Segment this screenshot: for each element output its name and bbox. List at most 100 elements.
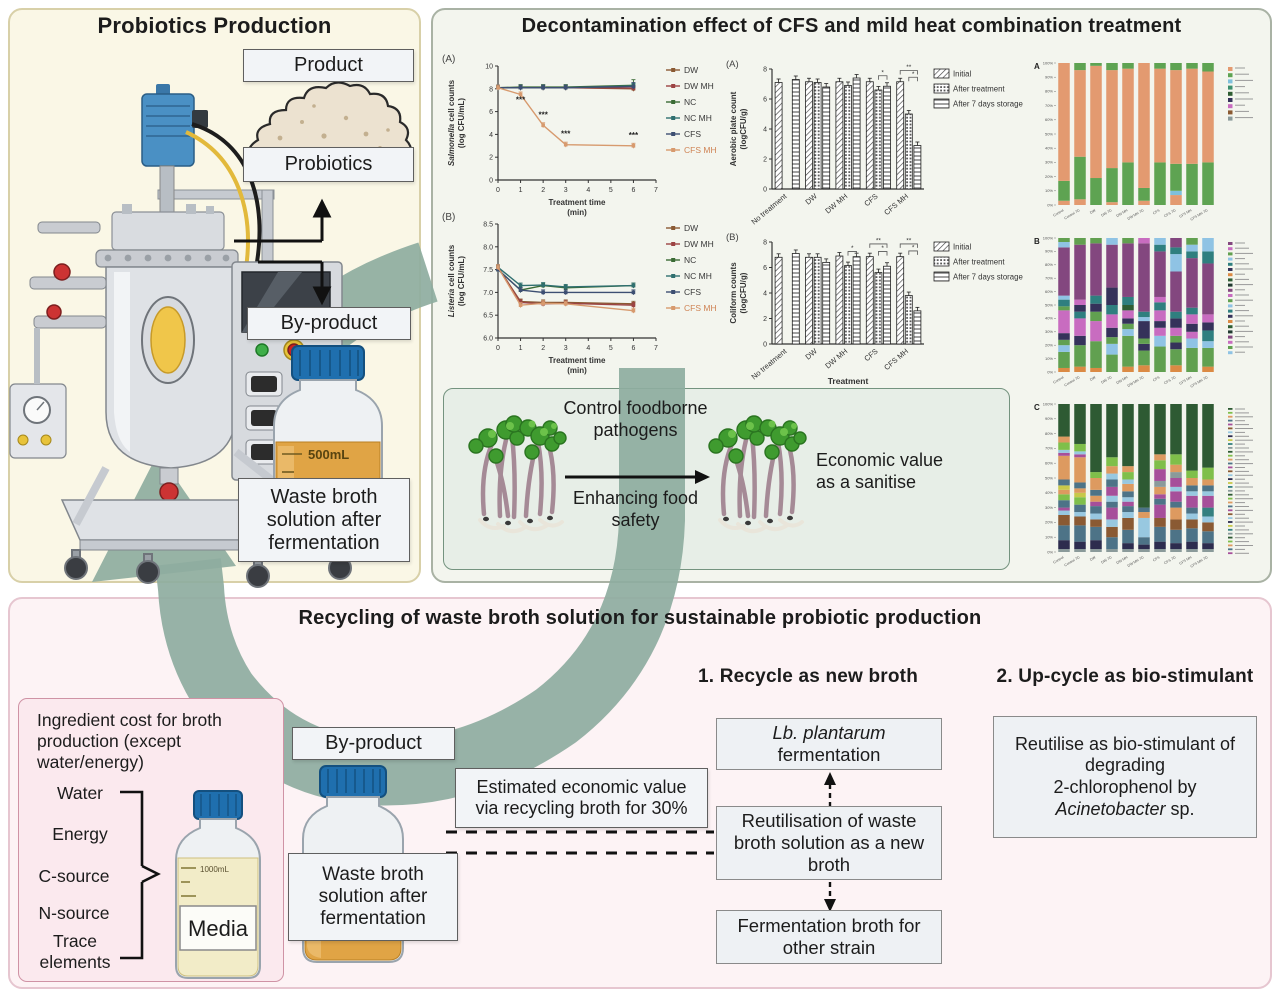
svg-text:60%: 60% <box>1045 461 1053 466</box>
svg-text:DW 7D: DW 7D <box>1100 375 1112 384</box>
svg-text:DW MH 7D: DW MH 7D <box>1127 555 1145 568</box>
svg-text:***: *** <box>516 95 526 104</box>
svg-text:70%: 70% <box>1045 446 1053 451</box>
svg-text:5: 5 <box>609 345 613 352</box>
ingredient-item-csource: C-source <box>38 866 110 886</box>
svg-text:CFS MH: CFS MH <box>1179 375 1193 386</box>
svg-text:CFS MH 7D: CFS MH 7D <box>1190 208 1209 221</box>
svg-text:*: * <box>912 244 915 251</box>
svg-text:***: *** <box>538 110 548 119</box>
svg-text:6: 6 <box>763 265 767 272</box>
svg-text:7.0: 7.0 <box>483 290 493 297</box>
svg-text:60%: 60% <box>1045 117 1053 122</box>
svg-text:CFS 7D: CFS 7D <box>1163 208 1176 218</box>
svg-text:Initial: Initial <box>953 243 971 252</box>
dashed-connectors <box>446 830 714 855</box>
estimated-value-box: Estimated economic value via recycling b… <box>455 768 708 828</box>
svg-text:(log CFU/mL): (log CFU/mL) <box>457 98 466 149</box>
svg-text:Treatment time: Treatment time <box>549 198 606 207</box>
product-box: Product <box>243 49 414 82</box>
svg-text:CFS MH 7D: CFS MH 7D <box>1190 375 1209 388</box>
recycling-title: Recycling of waste broth solution for su… <box>298 607 982 629</box>
svg-text:After 7 days storage: After 7 days storage <box>953 100 1023 109</box>
svg-text:0%: 0% <box>1047 369 1053 374</box>
svg-text:90%: 90% <box>1045 416 1053 421</box>
lb-plantarum-line1: Lb. plantarum <box>772 721 886 743</box>
svg-text:0: 0 <box>763 342 767 349</box>
svg-text:10%: 10% <box>1045 188 1053 193</box>
svg-text:DW: DW <box>684 223 698 233</box>
svg-text:2: 2 <box>763 316 767 323</box>
ingredient-item-trace: Trace elements <box>39 931 111 972</box>
svg-text:CFS: CFS <box>862 347 879 364</box>
svg-text:40%: 40% <box>1045 316 1053 321</box>
svg-text:10: 10 <box>485 64 493 71</box>
sprouts-illustration-left <box>462 402 572 552</box>
svg-text:6.5: 6.5 <box>483 313 493 320</box>
ingredient-heading: Ingredient cost for broth production (ex… <box>37 710 222 772</box>
lb-plantarum-box: Lb. plantarum fermentation <box>716 718 942 770</box>
upcycle-line1: Reutilise as bio-stimulant of <box>1014 733 1236 754</box>
bottle-volume-label: 500mL <box>308 447 349 462</box>
svg-text:(A): (A) <box>726 59 739 70</box>
svg-text:CFS 7D: CFS 7D <box>1163 375 1176 385</box>
benefit-bottom-text: Enhancing food safety <box>572 488 699 530</box>
svg-text:**: ** <box>906 64 912 71</box>
svg-text:30%: 30% <box>1045 160 1053 165</box>
svg-text:Treatment time: Treatment time <box>549 356 606 365</box>
svg-text:Listeria cell counts: Listeria cell counts <box>447 244 456 317</box>
svg-text:0: 0 <box>496 187 500 194</box>
svg-text:0%: 0% <box>1047 549 1053 554</box>
svg-text:4: 4 <box>763 291 767 298</box>
svg-text:10%: 10% <box>1045 535 1053 540</box>
svg-text:DW MH 7D: DW MH 7D <box>1127 375 1145 388</box>
svg-text:(min): (min) <box>567 208 587 217</box>
svg-text:30%: 30% <box>1045 505 1053 510</box>
svg-text:20%: 20% <box>1045 174 1053 179</box>
upcycle-line4-italic: Acinetobacter <box>1055 798 1166 819</box>
svg-text:CFS: CFS <box>684 287 701 297</box>
upcycle-line4: Acinetobacter sp. <box>1055 799 1194 821</box>
byproduct-box-recycling: By-product <box>292 727 455 760</box>
svg-text:6: 6 <box>631 187 635 194</box>
benefit-arrow <box>565 470 710 484</box>
svg-text:70%: 70% <box>1045 103 1053 108</box>
svg-text:CFS MH: CFS MH <box>882 347 910 372</box>
svg-text:50%: 50% <box>1045 131 1053 136</box>
svg-text:2: 2 <box>541 187 545 194</box>
svg-text:60%: 60% <box>1045 289 1053 294</box>
media-volume-label: 1000mL <box>200 865 229 874</box>
svg-text:NC: NC <box>684 97 696 107</box>
sprouts-illustration-right <box>702 402 812 552</box>
svg-text:DW 7D: DW 7D <box>1100 555 1112 564</box>
svg-text:DW: DW <box>684 65 698 75</box>
svg-text:2: 2 <box>541 345 545 352</box>
svg-text:DW MH: DW MH <box>1116 208 1129 218</box>
svg-text:DW: DW <box>804 346 820 362</box>
svg-text:DW MH: DW MH <box>684 81 714 91</box>
benefit-right-text: Economic value as a sanitise <box>816 450 944 492</box>
svg-text:Initial: Initial <box>953 70 971 79</box>
svg-text:No treatment: No treatment <box>749 346 789 381</box>
svg-text:50%: 50% <box>1045 475 1053 480</box>
svg-text:CFS MH 7D: CFS MH 7D <box>1190 555 1209 568</box>
svg-text:CFS MH: CFS MH <box>882 192 910 217</box>
svg-text:7: 7 <box>654 187 658 194</box>
svg-text:80%: 80% <box>1045 431 1053 436</box>
svg-text:No treatment: No treatment <box>749 191 789 226</box>
svg-text:80%: 80% <box>1045 89 1053 94</box>
svg-text:Control 7D: Control 7D <box>1064 555 1081 567</box>
svg-text:100%: 100% <box>1043 401 1054 406</box>
svg-text:After 7 days storage: After 7 days storage <box>953 273 1023 282</box>
option1-heading: 1. Recycle as new broth <box>698 666 919 687</box>
svg-text:8: 8 <box>763 67 767 74</box>
reutilisation-box: Reutilisation of waste broth solution as… <box>716 806 942 880</box>
svg-text:6: 6 <box>763 97 767 104</box>
microbiome-stacked-chart-a: A0%10%20%30%40%50%60%70%80%90%100%Contro… <box>1034 60 1253 222</box>
svg-text:*: * <box>912 71 915 78</box>
benefit-top-text: Control foodborne pathogens <box>563 398 708 440</box>
svg-text:100%: 100% <box>1043 235 1054 240</box>
svg-text:10%: 10% <box>1045 356 1053 361</box>
svg-text:4: 4 <box>586 187 590 194</box>
